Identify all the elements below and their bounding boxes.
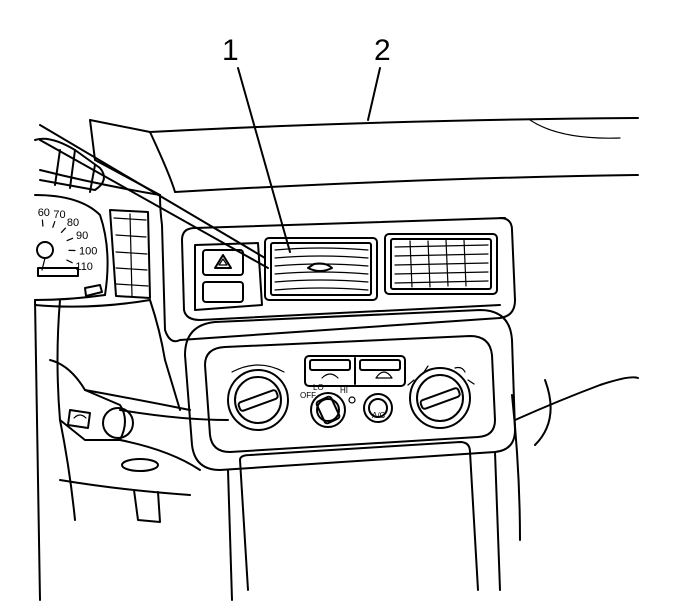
callout-1: 1 [222, 34, 239, 67]
speedometer-tick-mark [66, 237, 74, 242]
callout-leaders [39, 67, 381, 269]
recirculate-icon [375, 371, 393, 379]
speedometer-tick-mark [41, 219, 44, 227]
center-dash-bezel [159, 194, 516, 343]
odometer-window [37, 267, 79, 277]
speedometer-tick-mark [66, 259, 73, 264]
fan-off-label: OFF [300, 391, 316, 400]
ac-button[interactable]: A/C [363, 393, 393, 423]
speedometer-tick-mark [52, 221, 56, 228]
fan-speed-switch[interactable]: OFF LO HI [300, 383, 356, 428]
blank-switch [202, 281, 244, 303]
fan-hi-label: HI [340, 386, 348, 395]
speedometer-tick-label: 70 [53, 209, 65, 221]
light-icon [73, 414, 87, 419]
speedometer-tick-label: 100 [79, 246, 97, 258]
temperature-knob[interactable] [227, 364, 289, 431]
climate-control-bezel [184, 309, 516, 471]
lower-console [227, 376, 639, 601]
speedometer-tick-label: 110 [75, 261, 93, 273]
fresh-air-button[interactable] [309, 359, 351, 371]
hazard-switch[interactable] [202, 249, 244, 276]
fresh-air-icon [321, 373, 339, 379]
steering-column-lower [34, 299, 229, 601]
speedometer-tick-mark [60, 227, 67, 233]
speedometer-hub [36, 241, 54, 259]
leader-1 [237, 67, 291, 253]
hazard-switch-panel [194, 242, 263, 311]
speedometer-tick-label: 60 [38, 207, 50, 219]
headlight-switch-knob[interactable] [102, 407, 134, 439]
speedometer-tick-label: 80 [67, 217, 79, 229]
vent-removal-leader-2 [39, 139, 269, 269]
hazard-triangle-icon [214, 254, 232, 269]
right-air-vent [384, 233, 498, 295]
fan-icon [348, 396, 356, 404]
recirculation-buttons [304, 355, 406, 387]
dashboard-top-panel [39, 117, 639, 196]
leader-2 [367, 67, 381, 121]
speedometer-tick-label: 90 [76, 230, 88, 242]
center-air-vent [264, 237, 378, 301]
left-side-vent [109, 209, 151, 299]
fan-lo-label: LO [313, 383, 324, 392]
air-mode-knob[interactable] [407, 365, 475, 429]
ac-label: A/C [372, 411, 386, 420]
hood-release [121, 458, 159, 472]
vent-removal-leader [39, 124, 266, 259]
callout-2: 2 [374, 34, 391, 67]
recirculate-button[interactable] [359, 359, 401, 371]
